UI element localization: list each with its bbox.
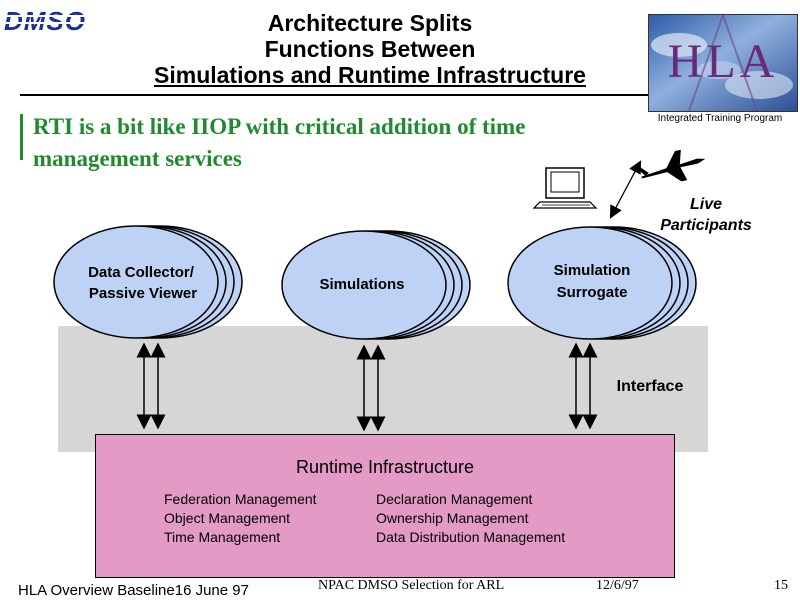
hla-caption: Integrated Training Program — [657, 113, 783, 124]
bubble-label-line: Passive Viewer — [89, 285, 197, 302]
rti-title: Runtime Infrastructure — [295, 457, 475, 477]
double-arrow-icon — [609, 160, 642, 219]
title-underline — [20, 94, 648, 96]
dmso-logo-icon: DMSO — [2, 6, 118, 36]
bubble-label-line: Data Collector/ — [88, 264, 195, 281]
service-time-management: Time Management — [164, 529, 281, 545]
footer-left: HLA Overview Baseline16 June 97 — [18, 582, 249, 599]
bubble-simulations — [281, 230, 471, 340]
live-line-2: Participants — [660, 217, 752, 234]
bullet-line-2: management services — [33, 146, 242, 171]
live-line-1: Live — [689, 196, 722, 213]
bubble-label-line: Simulation — [554, 262, 631, 279]
rti-services-left: Federation Management Object Management … — [164, 490, 317, 547]
service-ownership-management: Ownership Management — [376, 510, 529, 526]
footer-date: 12/6/97 — [596, 578, 639, 593]
computer-icon — [532, 167, 598, 209]
title-line-1: Architecture Splits — [267, 10, 473, 36]
interface-label: Interface — [616, 378, 684, 395]
service-federation-management: Federation Management — [164, 491, 317, 507]
service-data-distribution-management: Data Distribution Management — [376, 529, 566, 545]
footer-center: NPAC DMSO Selection for ARL — [318, 578, 505, 593]
hla-logo-text: HLA — [668, 35, 779, 88]
service-object-management: Object Management — [164, 510, 291, 526]
bubble-label-line: Simulations — [319, 276, 404, 293]
bullet-marker — [20, 114, 23, 160]
jet-icon — [635, 149, 706, 182]
hla-logo-icon: HLA — [649, 15, 797, 111]
rti-services-right: Declaration Management Ownership Managem… — [376, 490, 565, 547]
service-declaration-management: Declaration Management — [376, 491, 533, 507]
bullet-line-1: RTI is a bit like IIOP with critical add… — [33, 114, 526, 139]
bubble-data-collector — [53, 225, 243, 339]
footer-page-number: 15 — [774, 578, 788, 593]
hla-logo: HLA — [648, 14, 798, 112]
page-title: Architecture Splits Functions Between Si… — [110, 10, 630, 88]
runtime-infrastructure-box: Runtime Infrastructure Federation Manage… — [95, 434, 675, 578]
bubble-simulation-surrogate — [507, 226, 697, 340]
title-line-2: Functions Between — [264, 36, 476, 62]
title-line-3: Simulations and Runtime Infrastructure — [154, 62, 586, 88]
bubble-label-line: Surrogate — [557, 284, 628, 301]
dmso-logo-text: DMSO — [4, 6, 86, 36]
live-participants-label: Live Participants — [636, 194, 776, 236]
bullet-text: RTI is a bit like IIOP with critical add… — [33, 111, 633, 175]
